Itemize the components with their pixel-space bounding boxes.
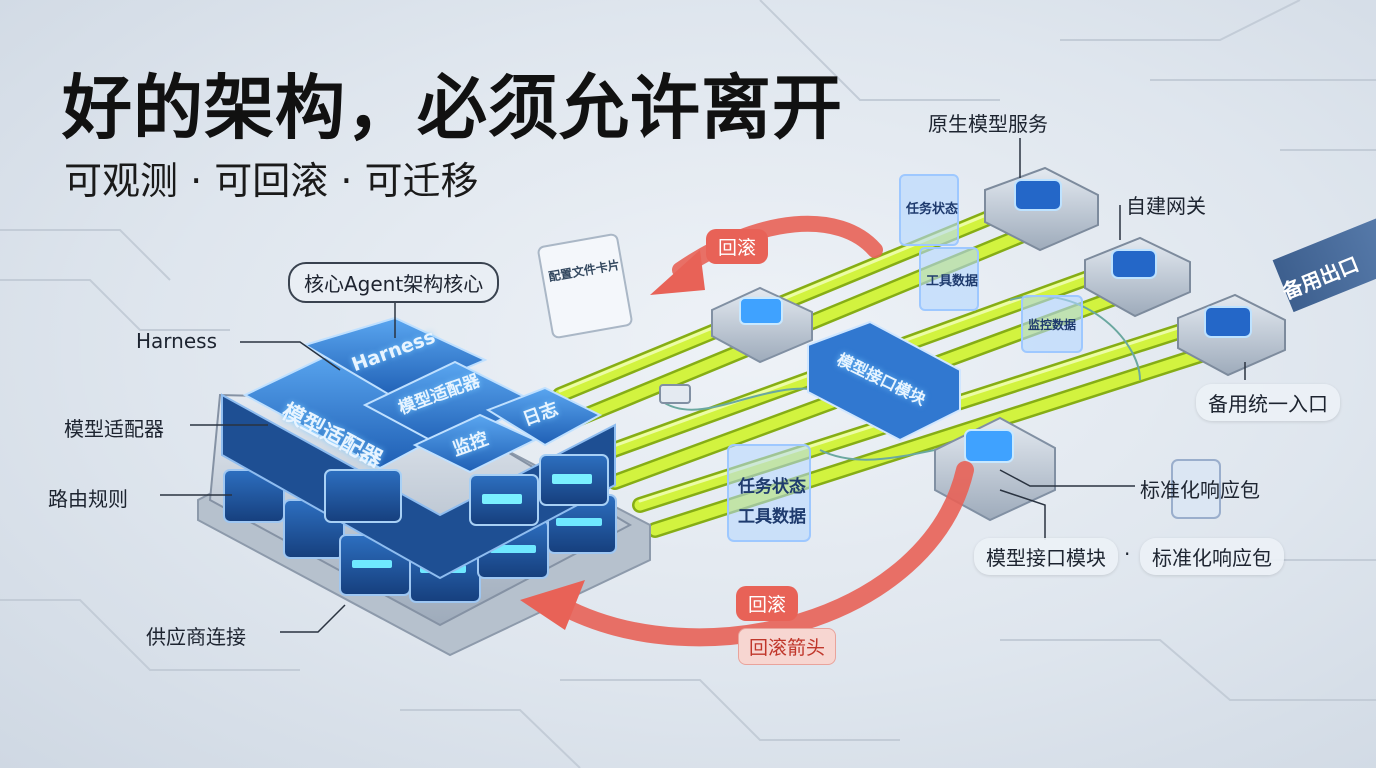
task-state-lower-text: 任务状态 (738, 477, 806, 497)
core-agent-label: 核心Agent架构核心 (288, 262, 500, 303)
tool-data-card-text: 工具数据 (926, 274, 979, 289)
tool-data-lower-text: 工具数据 (738, 507, 806, 527)
supplier-label: 供应商连接 (146, 625, 246, 649)
std-response-label: 标准化响应包 (1140, 478, 1260, 502)
task-state-card-text: 任务状态 (906, 202, 959, 217)
native-service-label: 原生模型服务 (928, 112, 1048, 136)
backup-entry-label: 备用统一入口 (1196, 384, 1340, 421)
endpoint-modules (984, 166, 1286, 377)
page-title: 好的架构，必须允许离开 (62, 67, 843, 149)
core-agent-stack (197, 316, 651, 657)
monitor-card-text: 监控数据 (1028, 318, 1077, 332)
rollback-top-label: 回滚 (706, 229, 769, 264)
module-interface-label: 模型接口模块 (974, 538, 1118, 575)
glass-cards (537, 174, 1221, 542)
page-subtitle: 可观测 · 可回滚 · 可迁移 (64, 159, 479, 203)
adapter-label: 模型适配器 (64, 417, 164, 441)
dot-separator: · (1124, 542, 1131, 566)
harness-label: Harness (136, 329, 217, 353)
std-response-label-2: 标准化响应包 (1140, 538, 1284, 575)
self-gateway-label: 自建网关 (1126, 194, 1206, 218)
rollback-arrow-label: 回滚箭头 (738, 628, 837, 665)
rollback-bottom-label: 回滚 (736, 586, 799, 621)
leader-lines (160, 138, 1246, 633)
routing-label: 路由规则 (48, 487, 128, 511)
